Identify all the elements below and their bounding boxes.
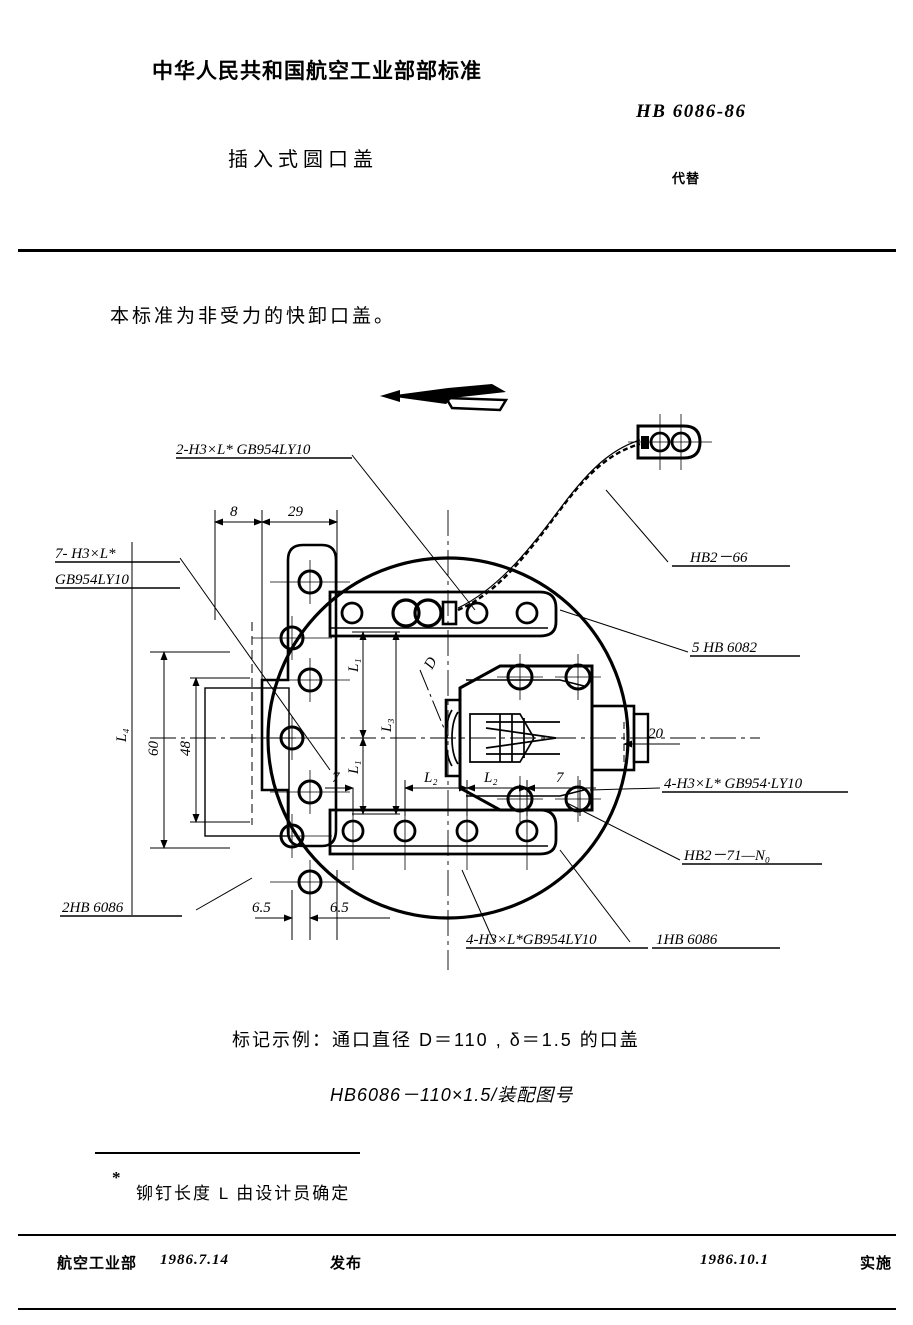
footer-effective-date: 1986.10.1 <box>700 1252 769 1268</box>
marking-example-code: HB6086－110×1.5/装配图号 <box>330 1085 574 1105</box>
dim-bottom-7-left: 7 <box>332 770 341 786</box>
footer-organization: 航空工业部 <box>57 1255 138 1272</box>
top-strap-plate <box>328 590 558 638</box>
dimension-lines <box>131 510 680 940</box>
dim-left-L4: L₄ <box>114 728 130 743</box>
callout-latch-part: 5 HB 6082 <box>692 640 757 656</box>
leader-lines <box>179 454 689 943</box>
left-bracket-plate <box>260 543 338 848</box>
dim-bottom-6p5-left: 6.5 <box>252 900 271 916</box>
dim-L1-lower: L₁ <box>346 760 362 775</box>
callout-latch-rivets: 4-H3×L* GB954·LY10 <box>664 776 803 792</box>
dim-right-20: 20 <box>648 726 664 742</box>
dim-left-60: 60 <box>146 741 162 757</box>
dim-bottom-L2-left: L₂ <box>423 770 438 786</box>
callout-top-rivets: 2-H3×L* GB954LY10 <box>176 442 311 458</box>
footer-issue-date: 1986.7.14 <box>160 1252 229 1268</box>
dim-diameter-D: D <box>421 655 441 673</box>
chain-anchor-block <box>441 600 458 626</box>
footnote-marker: * <box>112 1168 121 1187</box>
callout-underlines <box>55 457 848 949</box>
callout-bracket-part: 2HB 6086 <box>62 900 124 916</box>
chain-lanyard <box>457 439 641 612</box>
footer-divider <box>18 1234 896 1236</box>
callout-pin-part: HB2－71—N₀ <box>683 848 770 864</box>
technical-drawing: 2-H3×L* GB954LY10 7- H3×L* GB954LY10 HB2… <box>55 384 848 970</box>
replaces-label: 代替 <box>672 171 701 186</box>
dim-top-29: 29 <box>288 504 304 520</box>
flight-direction-arrow-icon <box>380 384 509 412</box>
callout-chain-part: HB2－66 <box>689 550 748 566</box>
ministry-title: 中华人民共和国航空工业部部标准 <box>152 60 482 83</box>
bracket-back-face <box>204 687 290 837</box>
dim-L3: L₃ <box>379 718 395 733</box>
center-lines <box>150 510 760 970</box>
footer-effective-label: 实施 <box>860 1255 893 1272</box>
footnote-divider <box>95 1152 360 1154</box>
callout-bottom-rivets: 4-H3×L*GB954LY10 <box>466 932 597 948</box>
document-subtitle: 插入式圆口盖 <box>228 149 378 171</box>
dim-top-8: 8 <box>230 504 238 520</box>
scope-statement: 本标准为非受力的快卸口盖。 <box>110 306 397 327</box>
top-strap-rivets <box>340 598 539 628</box>
marking-example-text: 标记示例：通口直径 D＝110 , δ＝1.5 的口盖 <box>232 1030 640 1050</box>
page-bottom-border <box>18 1308 896 1310</box>
standard-number: HB 6086-86 <box>636 101 747 122</box>
bottom-strap-rivets <box>341 819 539 843</box>
footer-issue-label: 发布 <box>330 1255 363 1272</box>
header-divider <box>18 249 896 252</box>
dim-bottom-7-right: 7 <box>556 770 565 786</box>
callout-left-rivets-line2: GB954LY10 <box>55 572 129 588</box>
dim-left-48: 48 <box>178 741 194 757</box>
chain-end-bracket <box>628 414 712 470</box>
left-rivet-group <box>252 560 350 904</box>
callout-left-rivets-line1: 7- H3×L* <box>55 546 116 562</box>
callout-cover-part: 1HB 6086 <box>656 932 718 948</box>
dim-L1-upper: L₁ <box>346 658 362 673</box>
dim-bottom-6p5-right: 6.5 <box>330 900 349 916</box>
dim-bottom-L2-right: L₂ <box>483 770 498 786</box>
footnote-text: 铆钉长度 L 由设计员确定 <box>136 1184 351 1203</box>
